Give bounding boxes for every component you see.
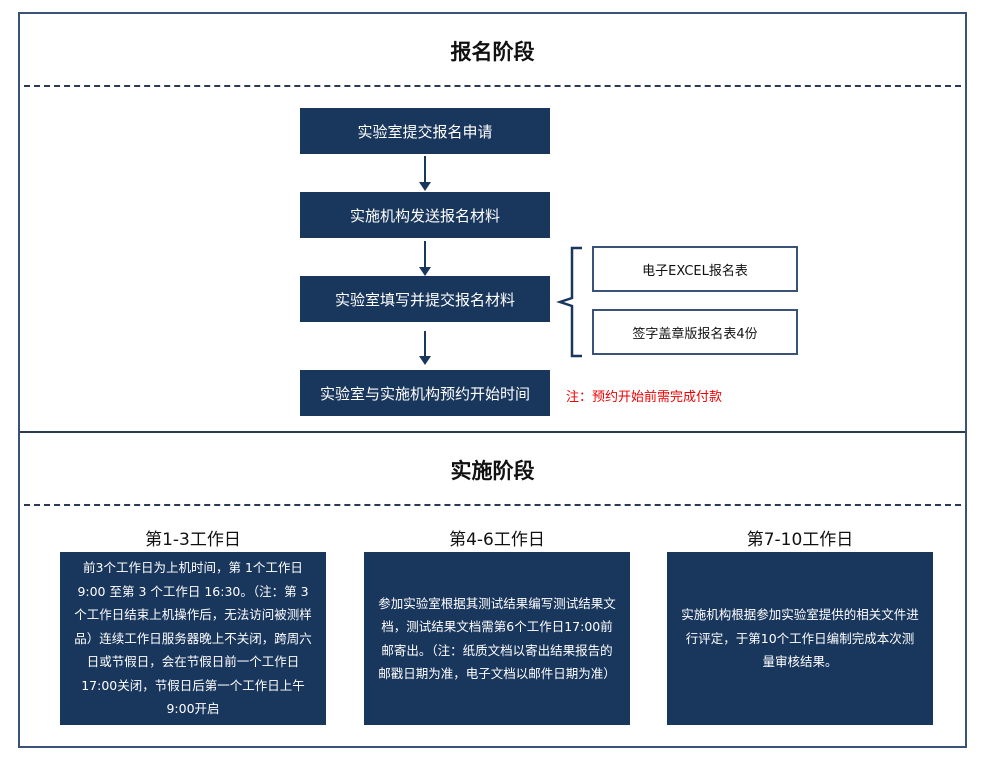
- phase-2-label: 第4-6工作日: [449, 530, 545, 550]
- arrow-icon: [419, 241, 431, 276]
- brace-icon: [556, 246, 582, 358]
- arrow-icon: [419, 331, 431, 365]
- step-3: 实验室填写并提交报名材料: [300, 276, 550, 322]
- implementation-title: 实施阶段: [450, 459, 535, 483]
- material-excel: 电子EXCEL报名表: [592, 246, 798, 292]
- divider: [24, 85, 961, 87]
- step-2: 实施机构发送报名材料: [300, 192, 550, 238]
- phase-3-label: 第7-10工作日: [746, 530, 854, 550]
- phase-1-box: 前3个工作日为上机时间，第 1个工作日9:00 至第 3 个工作日 16:30。…: [60, 552, 326, 725]
- section-divider: [20, 431, 965, 433]
- payment-note: 注：预约开始前需完成付款: [566, 390, 723, 405]
- phase-2-box: 参加实验室根据其测试结果编写测试结果文档，测试结果文档需第6个工作日17:00前…: [364, 552, 630, 725]
- step-4: 实验室与实施机构预约开始时间: [300, 370, 550, 416]
- registration-title: 报名阶段: [450, 40, 535, 64]
- phase-1-label: 第1-3工作日: [145, 530, 241, 550]
- phase-3-box: 实施机构根据参加实验室提供的相关文件进行评定，于第10个工作日编制完成本次测量审…: [667, 552, 933, 725]
- diagram-frame: 报名阶段 实验室提交报名申请 实施机构发送报名材料 实验室填写并提交报名材料 实…: [18, 12, 967, 748]
- divider: [24, 504, 961, 506]
- step-1: 实验室提交报名申请: [300, 108, 550, 154]
- arrow-icon: [419, 156, 431, 191]
- material-signed: 签字盖章版报名表4份: [592, 309, 798, 355]
